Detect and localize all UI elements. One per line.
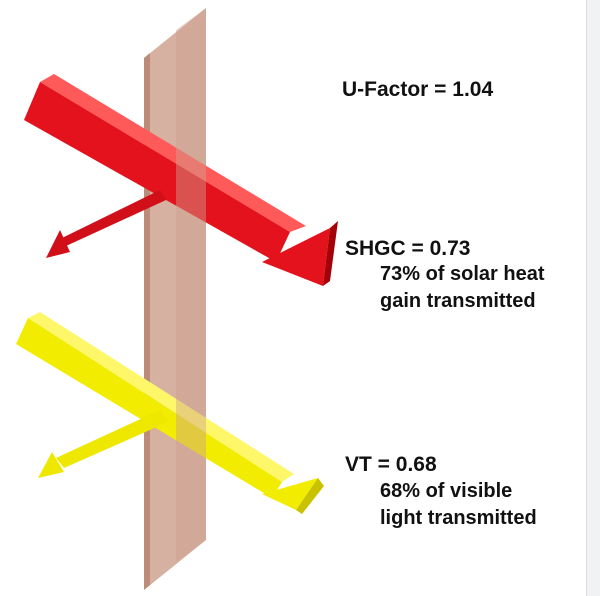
visible-reflected-arrow (38, 410, 168, 478)
vt-description-line1: 68% of visible (380, 480, 513, 502)
window-frame-edge (586, 0, 600, 596)
shgc-description-line1: 73% of solar heat (380, 263, 545, 285)
solar-heat-arrow (24, 74, 338, 286)
glass-pane-overlay (176, 8, 206, 562)
shgc-label: SHGC = 0.73 (345, 237, 471, 260)
solar-reflected-arrow (46, 190, 166, 258)
vt-description-line2: light transmitted (380, 507, 537, 529)
visible-light-arrow (16, 312, 324, 514)
vt-label: VT = 0.68 (345, 453, 437, 476)
u-factor-label: U-Factor = 1.04 (342, 78, 494, 101)
shgc-description-line2: gain transmitted (380, 290, 536, 312)
